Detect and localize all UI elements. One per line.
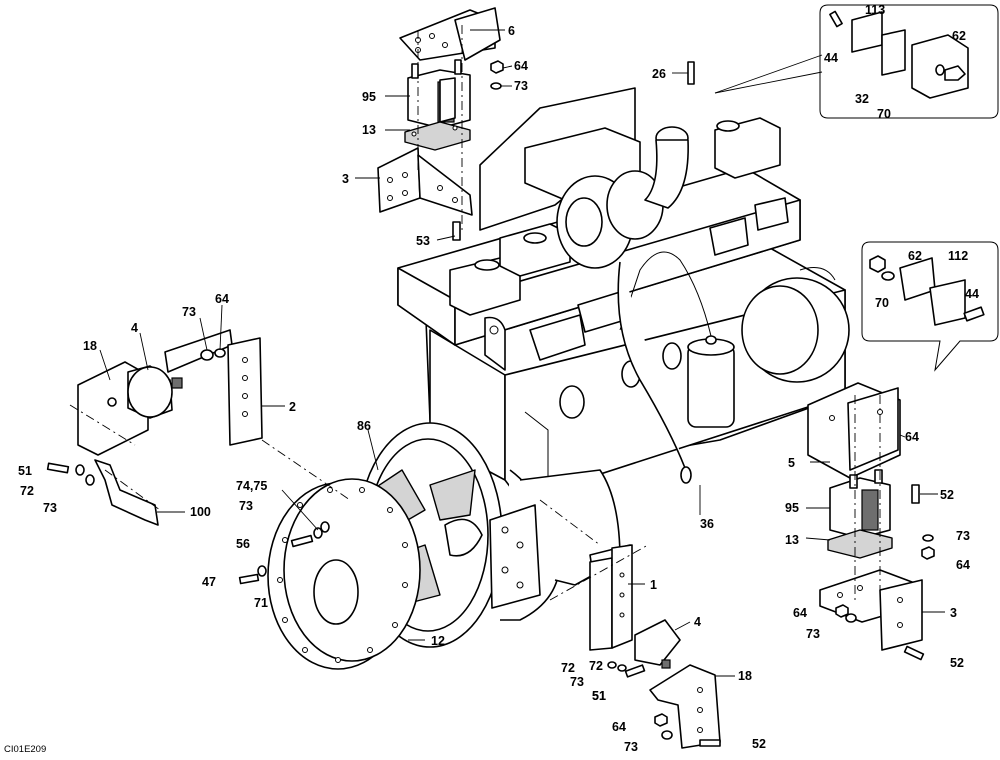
callout-5: 5 xyxy=(788,456,795,470)
callout-44: 44 xyxy=(824,51,838,65)
top-mount-assembly xyxy=(377,7,504,241)
callout-2: 2 xyxy=(289,400,296,414)
callout-73: 73 xyxy=(624,740,638,754)
callout-18: 18 xyxy=(738,669,752,683)
callout-71: 71 xyxy=(254,596,268,610)
callout-74-75: 74,75 xyxy=(236,479,267,493)
callout-73: 73 xyxy=(806,627,820,641)
callout-73: 73 xyxy=(514,79,528,93)
callout-72: 72 xyxy=(20,484,34,498)
callout-64: 64 xyxy=(956,558,970,572)
callout-100: 100 xyxy=(190,505,211,519)
callout-64: 64 xyxy=(612,720,626,734)
callout-53: 53 xyxy=(416,234,430,248)
callout-36: 36 xyxy=(700,517,714,531)
callout-62: 62 xyxy=(908,249,922,263)
engine-assembly xyxy=(357,87,850,648)
callout-12: 12 xyxy=(431,634,445,648)
callout-113: 113 xyxy=(865,3,885,17)
callout-73: 73 xyxy=(43,501,57,515)
callout-18: 18 xyxy=(83,339,97,353)
callout-95: 95 xyxy=(362,90,376,104)
callout-32: 32 xyxy=(855,92,869,106)
callout-70: 70 xyxy=(877,107,891,121)
detail-bubble-right xyxy=(861,241,999,372)
callout-4: 4 xyxy=(694,615,701,629)
callout-73: 73 xyxy=(570,675,584,689)
callout-72: 72 xyxy=(561,661,575,675)
callout-52: 52 xyxy=(752,737,766,751)
flywheel-adapter-plate xyxy=(267,478,421,670)
callout-13: 13 xyxy=(362,123,376,137)
callout-70: 70 xyxy=(875,296,889,310)
callout-86: 86 xyxy=(357,419,371,433)
callout-44: 44 xyxy=(965,287,979,301)
callout-51: 51 xyxy=(592,689,606,703)
callout-62: 62 xyxy=(952,29,966,43)
callout-72: 72 xyxy=(589,659,603,673)
callout-6: 6 xyxy=(508,24,515,38)
callout-64: 64 xyxy=(793,606,807,620)
detail-bubble-top xyxy=(714,4,999,119)
callout-47: 47 xyxy=(202,575,216,589)
flywheel-bolts xyxy=(238,439,601,585)
callout-73: 73 xyxy=(239,499,253,513)
callout-51: 51 xyxy=(592,689,606,703)
front-lower-mount-assembly xyxy=(549,544,721,749)
callout-64: 64 xyxy=(905,430,919,444)
callout-51: 51 xyxy=(18,464,32,478)
callout-52: 52 xyxy=(950,656,964,670)
callout-64: 64 xyxy=(514,59,528,73)
callout-73: 73 xyxy=(182,305,196,319)
callout-labels: 6 64 73 95 13 3 53 26 44 113 62 32 70 62… xyxy=(18,3,979,754)
callout-112: 112 xyxy=(948,249,968,263)
bolt-26 xyxy=(687,61,695,85)
left-mount-assembly xyxy=(46,329,263,526)
callout-1: 1 xyxy=(650,578,657,592)
right-mount-assembly xyxy=(807,382,935,661)
callout-13: 13 xyxy=(785,533,799,547)
callout-3: 3 xyxy=(950,606,957,620)
callout-95: 95 xyxy=(785,501,799,515)
callout-4: 4 xyxy=(131,321,138,335)
callout-52: 52 xyxy=(940,488,954,502)
drawing-code: CI01E209 xyxy=(4,744,46,755)
callout-3: 3 xyxy=(342,172,349,186)
callout-73: 73 xyxy=(956,529,970,543)
callout-26: 26 xyxy=(652,67,666,81)
leader-lines xyxy=(99,29,945,677)
callout-64: 64 xyxy=(215,292,229,306)
callout-56: 56 xyxy=(236,537,250,551)
